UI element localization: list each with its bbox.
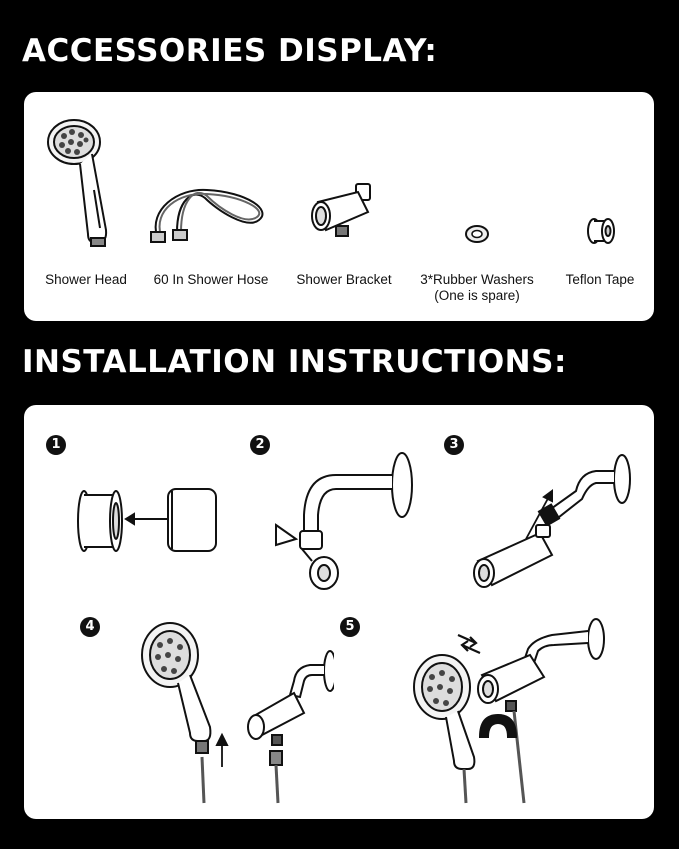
installation-panel: 1 2 3 bbox=[24, 405, 654, 819]
step-1-badge: 1 bbox=[46, 435, 66, 455]
shower-arm-with-washer-icon bbox=[275, 452, 413, 590]
accessory-label: 60 In Shower Hose bbox=[153, 272, 269, 287]
connect-hose-icon bbox=[141, 622, 334, 804]
accessory-label: Shower Head bbox=[45, 272, 127, 287]
step-3-badge: 3 bbox=[444, 435, 464, 455]
accessory-label: Shower Bracket bbox=[296, 272, 392, 287]
accessories-panel: Shower Head 60 In Shower Hose Shower Bra… bbox=[24, 92, 654, 321]
accessory-label: 3*Rubber Washers (One is spare) bbox=[408, 272, 546, 304]
rubber-washer-icon bbox=[465, 225, 489, 243]
step-5-badge: 5 bbox=[340, 617, 360, 637]
accessory-shower-head: Shower Head bbox=[32, 92, 140, 321]
magnetic-mount-icon bbox=[413, 618, 605, 804]
accessory-shower-hose: 60 In Shower Hose bbox=[142, 92, 280, 321]
wrap-teflon-tape-icon bbox=[77, 488, 217, 552]
attach-bracket-icon bbox=[473, 454, 631, 588]
accessory-label: Teflon Tape bbox=[565, 272, 635, 287]
shower-hose-icon bbox=[150, 188, 264, 243]
step-4-badge: 4 bbox=[80, 617, 100, 637]
accessory-shower-bracket: Shower Bracket bbox=[286, 92, 402, 321]
step-2-badge: 2 bbox=[250, 435, 270, 455]
installation-title: INSTALLATION INSTRUCTIONS: bbox=[22, 344, 567, 380]
accessory-teflon-tape: Teflon Tape bbox=[552, 92, 648, 321]
accessory-rubber-washers: 3*Rubber Washers (One is spare) bbox=[408, 92, 546, 321]
washer-sublabel: (One is spare) bbox=[434, 288, 520, 303]
shower-bracket-icon bbox=[311, 183, 371, 237]
washer-label: 3*Rubber Washers bbox=[420, 272, 534, 287]
teflon-tape-icon bbox=[587, 218, 615, 244]
shower-head-icon bbox=[47, 119, 108, 247]
accessories-title: ACCESSORIES DISPLAY: bbox=[22, 33, 438, 69]
